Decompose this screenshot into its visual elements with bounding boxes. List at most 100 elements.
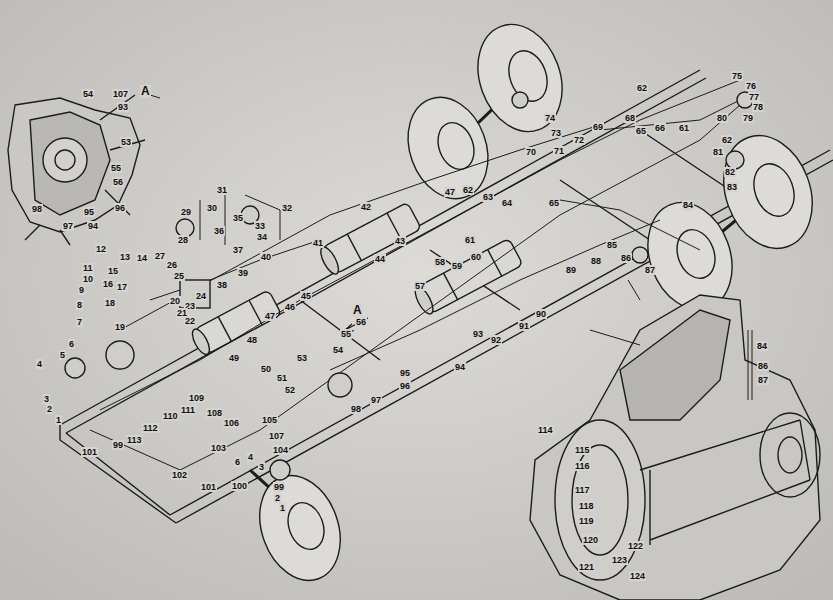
callout-number: 47 <box>444 187 456 197</box>
callout-number: 82 <box>724 167 736 177</box>
callout-number: 16 <box>102 279 114 289</box>
callout-number: 87 <box>644 265 656 275</box>
callout-number: 4 <box>247 452 254 462</box>
callout-number: 118 <box>578 501 595 511</box>
callout-number: 4 <box>36 359 43 369</box>
callout-number: 65 <box>548 198 560 208</box>
callout-number: 29 <box>180 207 192 217</box>
callout-number: 56 <box>355 317 367 327</box>
callout-number: 78 <box>752 102 764 112</box>
callout-number: 95 <box>399 368 411 378</box>
callout-number: 73 <box>550 128 562 138</box>
callout-number: 98 <box>350 404 362 414</box>
callout-number: 94 <box>87 221 99 231</box>
callout-number: 54 <box>332 345 344 355</box>
callout-number: 93 <box>472 329 484 339</box>
callout-number: 92 <box>490 335 502 345</box>
callout-number: 100 <box>231 481 248 491</box>
callout-number: 18 <box>104 298 116 308</box>
callout-number: 84 <box>682 200 694 210</box>
callout-number: 83 <box>726 182 738 192</box>
callout-number: 96 <box>399 381 411 391</box>
callout-number: 13 <box>119 252 131 262</box>
callout-number: 110 <box>162 411 179 421</box>
callout-number: 1 <box>279 503 286 513</box>
callout-number: 60 <box>470 252 482 262</box>
callout-number: 106 <box>223 418 240 428</box>
callout-number: 24 <box>195 291 207 301</box>
callout-number: 10 <box>82 274 94 284</box>
callout-number: 51 <box>276 373 288 383</box>
callout-number: 62 <box>636 83 648 93</box>
callout-number: 84 <box>756 341 768 351</box>
callout-number: 59 <box>451 261 463 271</box>
callout-number: 70 <box>525 147 537 157</box>
callout-number: 113 <box>126 435 143 445</box>
callout-number: 3 <box>258 462 265 472</box>
callout-number: 87 <box>757 375 769 385</box>
callout-number: 63 <box>482 192 494 202</box>
callout-number: 62 <box>462 185 474 195</box>
callout-number: 6 <box>68 339 75 349</box>
callout-number: 8 <box>76 300 83 310</box>
callout-number: 58 <box>434 257 446 267</box>
callout-number: 117 <box>574 485 591 495</box>
callout-number: 2 <box>46 404 53 414</box>
callout-number: 6 <box>234 457 241 467</box>
callout-number: 48 <box>246 335 258 345</box>
callout-number: 94 <box>454 362 466 372</box>
callout-number: 7 <box>76 317 83 327</box>
callout-number: 49 <box>228 353 240 363</box>
callout-number: 115 <box>574 445 591 455</box>
callout-number: 55 <box>340 329 352 339</box>
callout-number: 122 <box>627 541 644 551</box>
callout-number: 102 <box>171 470 188 480</box>
callout-number: 50 <box>260 364 272 374</box>
callout-number: 34 <box>256 232 268 242</box>
callout-number: 66 <box>654 123 666 133</box>
callout-number: 43 <box>394 236 406 246</box>
callout-number: 105 <box>261 415 278 425</box>
callout-number: 98 <box>31 204 43 214</box>
callout-number: 99 <box>273 482 285 492</box>
callout-number: 119 <box>578 516 595 526</box>
callout-number: 40 <box>260 252 272 262</box>
callout-number: 46 <box>284 302 296 312</box>
callout-number: 57 <box>414 281 426 291</box>
callout-number: 77 <box>748 92 760 102</box>
callout-number: 64 <box>501 198 513 208</box>
callout-number: 61 <box>678 123 690 133</box>
callout-number: 89 <box>565 265 577 275</box>
callout-number: 109 <box>188 393 205 403</box>
callout-number: 11 <box>82 263 94 273</box>
callout-number: 124 <box>629 571 646 581</box>
callout-number: 26 <box>166 260 178 270</box>
callout-number: 86 <box>757 361 769 371</box>
callout-number: 80 <box>716 113 728 123</box>
callout-number: 61 <box>464 235 476 245</box>
callout-number: 101 <box>81 447 98 457</box>
callout-number: 28 <box>177 235 189 245</box>
callout-number: 120 <box>582 535 599 545</box>
callout-number: 54 <box>82 89 94 99</box>
callout-number: 104 <box>272 445 289 455</box>
callout-number: 38 <box>216 280 228 290</box>
view-letter: A <box>352 304 363 317</box>
callout-number: 33 <box>254 221 266 231</box>
callout-number: 27 <box>154 251 166 261</box>
callout-number: 42 <box>360 202 372 212</box>
callout-number: 9 <box>78 285 85 295</box>
callout-number: 30 <box>206 203 218 213</box>
callout-number: 107 <box>112 89 129 99</box>
callout-number: 3 <box>43 394 50 404</box>
callout-number: 15 <box>107 266 119 276</box>
callout-number: 103 <box>210 443 227 453</box>
callout-number: 1 <box>55 415 62 425</box>
callout-number: 88 <box>590 256 602 266</box>
callout-number: 93 <box>117 102 129 112</box>
callout-number: 12 <box>95 244 107 254</box>
callout-number: 86 <box>620 253 632 263</box>
callout-number: 112 <box>142 423 159 433</box>
callout-number: 95 <box>83 207 95 217</box>
callout-number: 96 <box>114 203 126 213</box>
